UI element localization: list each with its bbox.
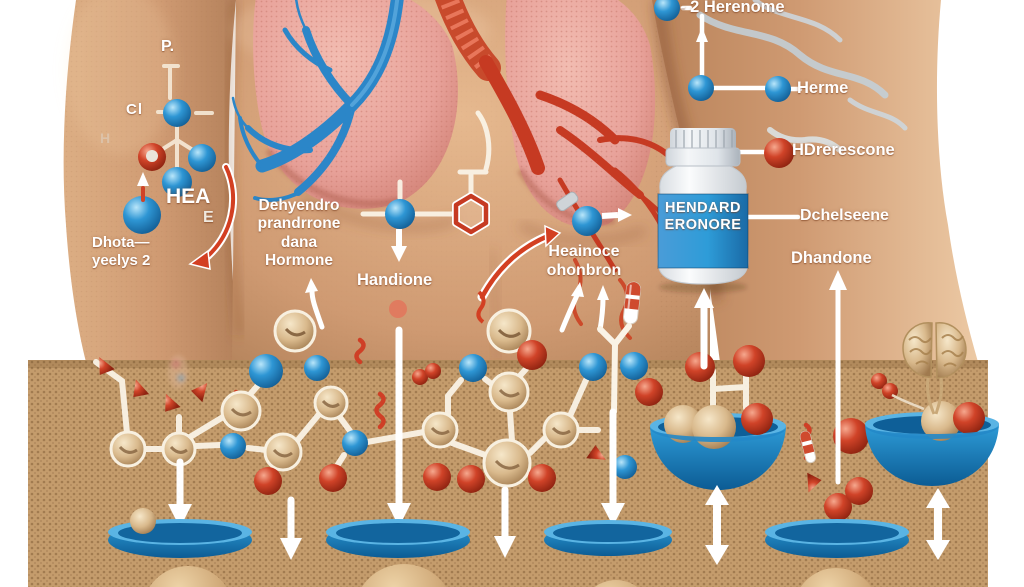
label-p: P.: [161, 38, 175, 55]
molecule-node: [162, 167, 192, 197]
double-arrow-icon: [705, 485, 950, 565]
label-dchelseene: Dchelseene: [800, 207, 889, 224]
red-cone-arrows: [99, 357, 822, 493]
hexagon-molecule-icon: [452, 192, 490, 236]
balance-bowl: [326, 519, 470, 558]
label-hdrerescone: HDrerescone: [792, 141, 895, 159]
molecule-node: [123, 196, 161, 234]
molecule-node: [163, 99, 191, 127]
curved-red-arrow-icon: [476, 224, 562, 324]
label-h: H: [100, 130, 111, 146]
brain-icon: [902, 322, 967, 415]
ghost-figure: [168, 355, 188, 389]
top-right-diagram: [654, 0, 803, 220]
curved-red-arrow-icon: [188, 163, 238, 270]
flow-arrows: [168, 270, 847, 560]
label-e: E: [203, 209, 214, 226]
balance-bowl: [765, 519, 909, 558]
label-dehyendro: Dehyendro prandrrone dana Hormone: [257, 197, 341, 269]
molecule-node: [572, 206, 602, 236]
label-herenome: - 2 Herenome: [680, 0, 785, 16]
center-pathway: [360, 110, 632, 324]
bottom-spheres: [149, 564, 872, 587]
balance-bowl: [108, 508, 252, 558]
capsule-pill-icon: [799, 430, 817, 464]
label-herme: Herme: [797, 79, 849, 97]
gland-organs: [273, 278, 641, 415]
left-crease: [225, 0, 244, 336]
label-dhandone: Dhandone: [791, 249, 872, 267]
molecule-node: [764, 138, 794, 168]
band-molecule-nodes: [109, 340, 898, 521]
balance-bowl: [544, 520, 672, 556]
bottle-label-text: HENDARD ERONORE: [664, 200, 742, 234]
shallow-bowls: [108, 508, 909, 558]
capsule-pill-icon: [623, 281, 641, 325]
bottle-label: [658, 194, 748, 268]
blue-vessel-tree: [231, 0, 404, 202]
up-arrow-icon: [137, 172, 149, 186]
left-molecule-cluster: [123, 64, 238, 270]
molecule-node: [688, 75, 714, 101]
label-heainoce: Heainoce ohonbron: [546, 243, 622, 279]
molecule-node: [654, 0, 680, 21]
label-cl: Cl: [126, 101, 143, 118]
white-arrows: [391, 208, 632, 262]
molecule-node: [765, 76, 791, 102]
pale-vessels: [696, 0, 908, 153]
molecule-node: [389, 300, 407, 318]
molecule-node: [385, 199, 415, 229]
medicine-bottle: [657, 128, 749, 293]
label-dhota: Dhota— yeelys 2: [92, 234, 151, 269]
deep-bowl-left: [650, 403, 786, 490]
molecule-node: [188, 144, 216, 172]
deep-bowl-right: [865, 401, 999, 486]
label-handione: Handione: [357, 271, 433, 289]
label-hea: HEA: [166, 185, 211, 208]
